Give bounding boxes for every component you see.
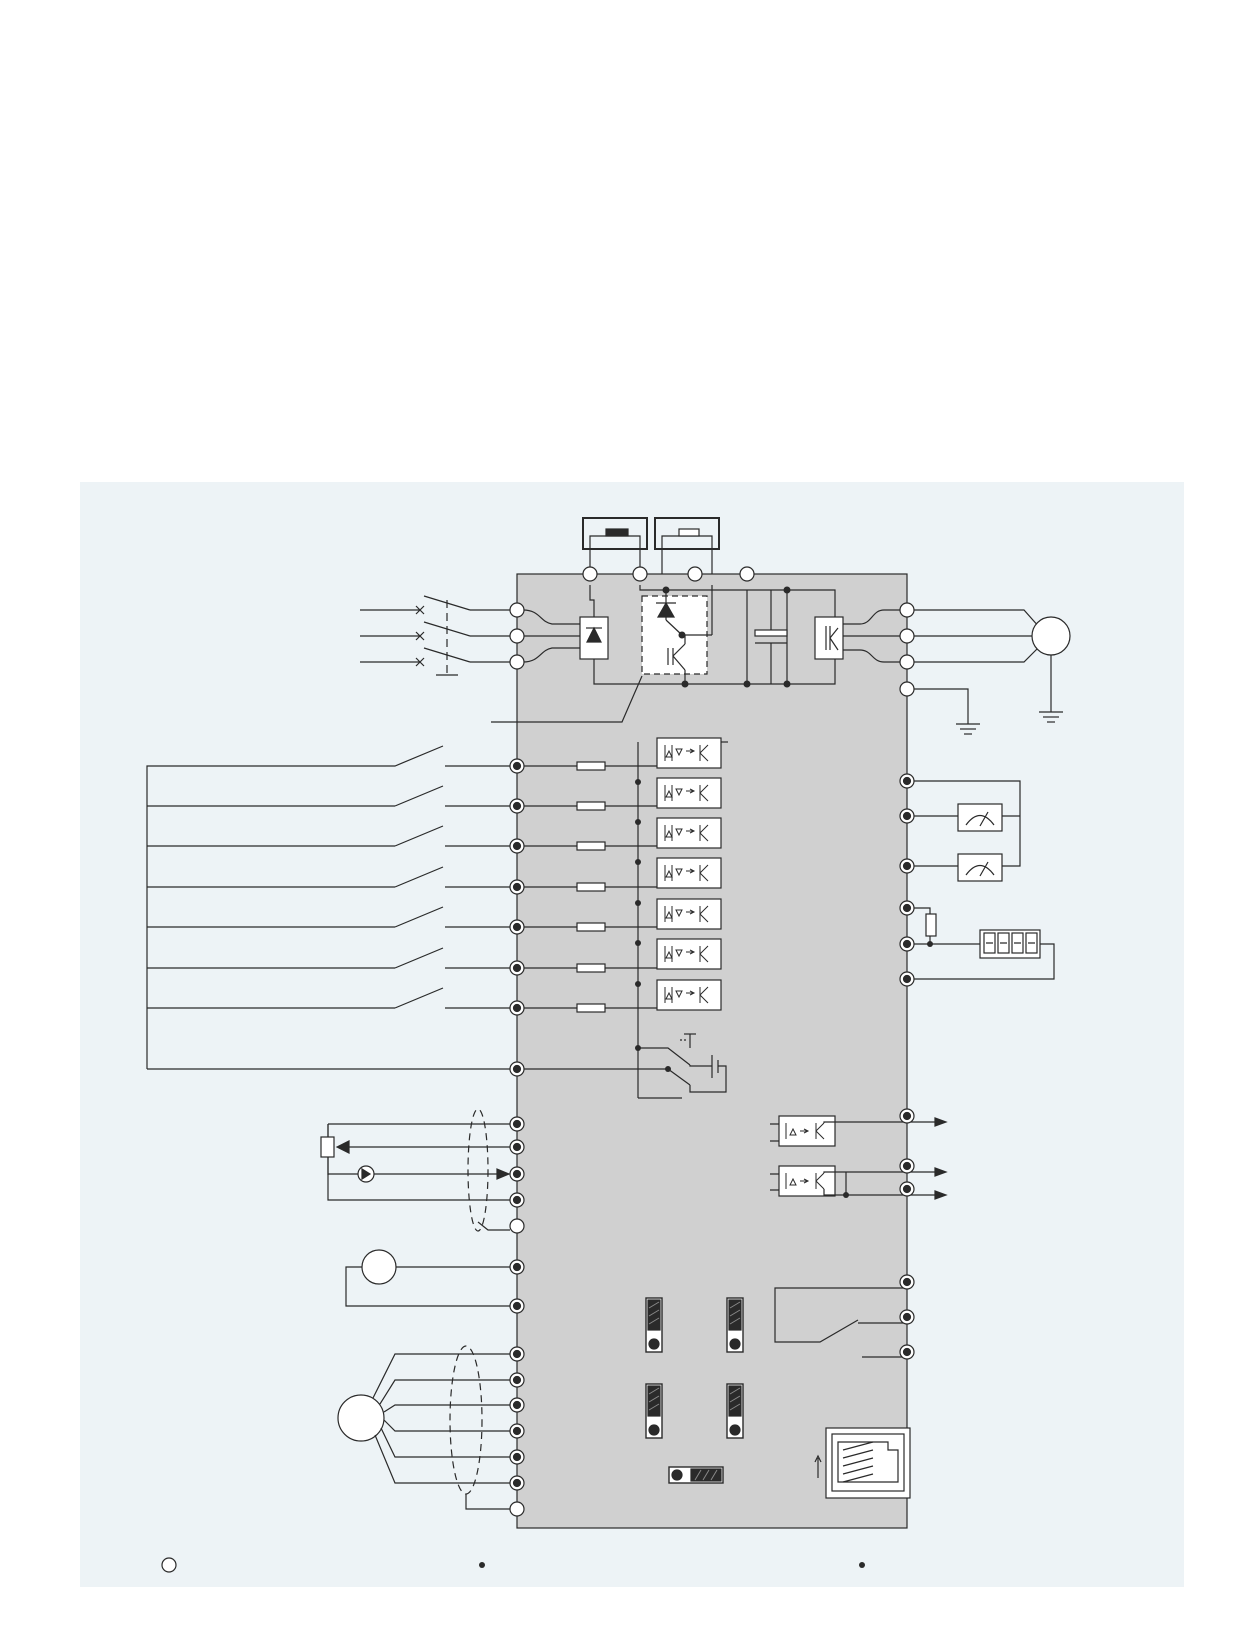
inverter-igbt-block [814, 616, 844, 660]
potentiometer [320, 1136, 335, 1158]
terminal-t [509, 654, 525, 670]
input-resistor [576, 1003, 606, 1013]
encoder [337, 1394, 385, 1442]
terminal-w [899, 654, 915, 670]
input-resistor [576, 963, 606, 973]
terminal-u [899, 602, 915, 618]
thermistor-sensor [361, 1249, 397, 1285]
terminal-encoder-shield [509, 1501, 525, 1517]
input-resistor [576, 922, 606, 932]
input-resistor [576, 841, 606, 851]
input-resistor [576, 801, 606, 811]
analog-meter [957, 803, 1003, 832]
terminal-p-plus [632, 566, 648, 582]
terminal-pb [687, 566, 703, 582]
dc-reactor-icon [605, 528, 629, 537]
input-resistor [576, 882, 606, 892]
shield-cable [467, 1108, 489, 1232]
opto-isolator-symbols [664, 744, 709, 1004]
terminal-dc-plus [582, 566, 598, 582]
dc-reactor-box [582, 517, 648, 550]
dc-capacitor [754, 629, 788, 637]
rj45-port [825, 1427, 911, 1499]
legend-control-terminal-dot [479, 1562, 485, 1568]
terminal-ai-ref [509, 1218, 525, 1234]
control-terminal [509, 758, 915, 1491]
input-resistor [576, 761, 606, 771]
terminal-dc-minus [739, 566, 755, 582]
pulse-counter-display [979, 929, 1041, 959]
terminal-r [509, 602, 525, 618]
braking-resistor-icon [678, 528, 700, 537]
pull-up-resistor [925, 913, 937, 937]
terminal-v [899, 628, 915, 644]
legend-main-circuit-terminal [161, 1557, 177, 1573]
inverter-board [516, 573, 908, 1529]
braking-resistor-box [654, 517, 720, 550]
motor-symbol [1031, 616, 1071, 656]
terminal-s [509, 628, 525, 644]
analog-meter [957, 853, 1003, 882]
opto-isolator [656, 737, 722, 1011]
legend-junction-dot [859, 1562, 865, 1568]
terminal-pe [899, 681, 915, 697]
